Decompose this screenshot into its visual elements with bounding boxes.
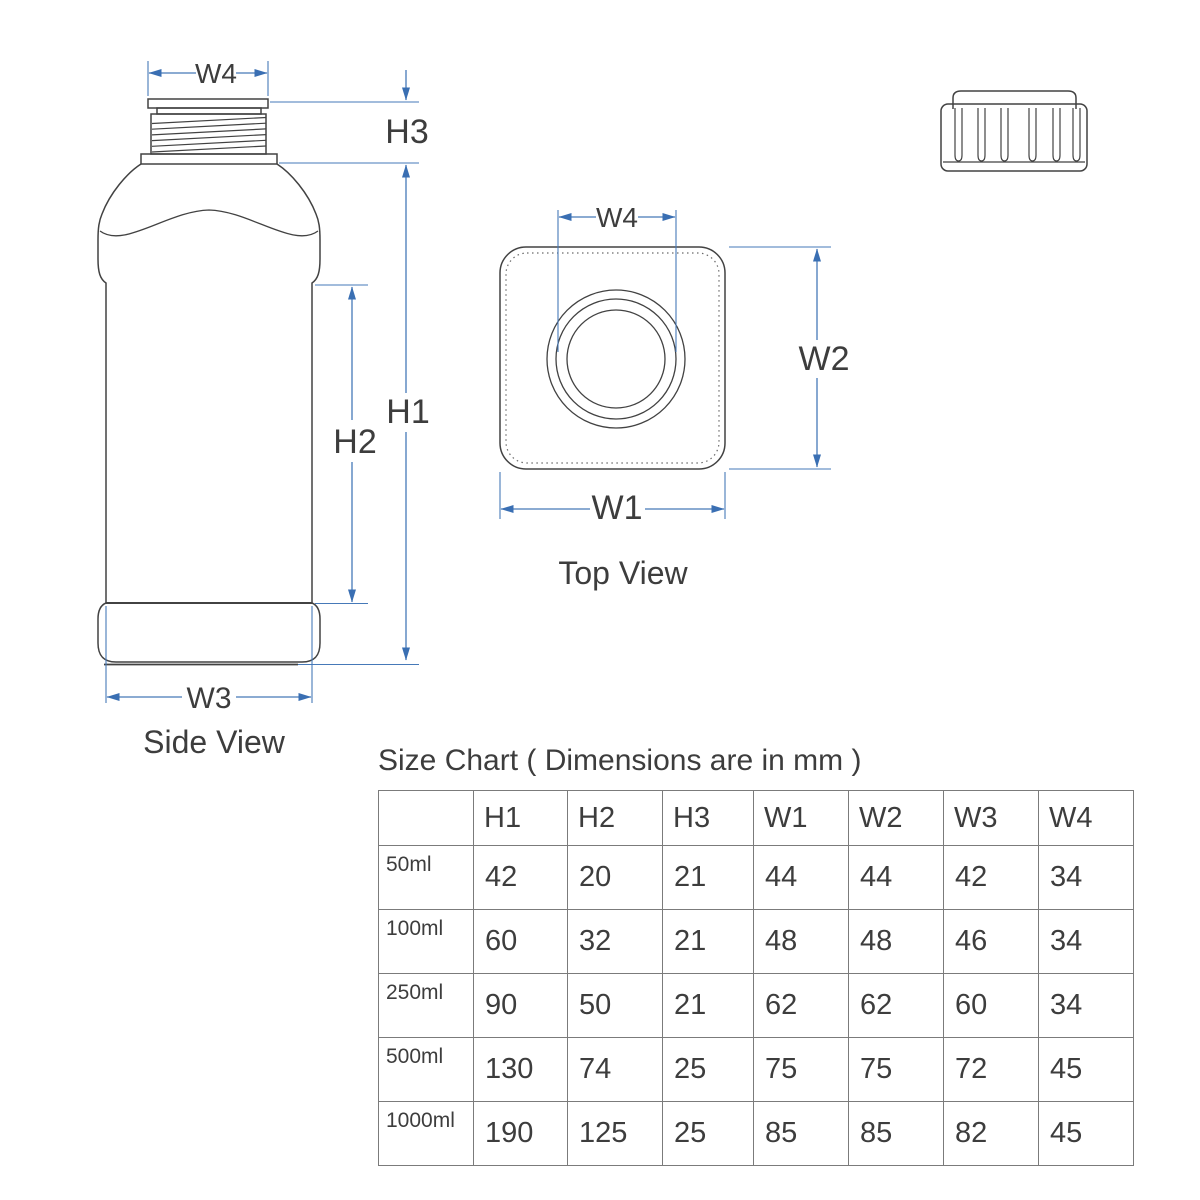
table-row: 500ml 130 74 25 75 75 72 45 (378, 1037, 1134, 1102)
bottle-shoulder-left (97, 163, 142, 603)
cell-value: 21 (662, 845, 754, 910)
row-label-100ml: 100ml (378, 909, 474, 974)
dimension-lines (106, 69, 821, 701)
cell-value: 50 (567, 973, 663, 1038)
cell-value: 85 (753, 1101, 849, 1166)
table-row: 250ml 90 50 21 62 62 60 34 (378, 973, 1134, 1038)
bottle-base (97, 602, 321, 663)
table-row: 100ml 60 32 21 48 48 46 34 (378, 909, 1134, 974)
cell-value: 20 (567, 845, 663, 910)
label-w4-side: W4 (195, 58, 237, 89)
header-h1: H1 (473, 790, 568, 846)
cell-value: 90 (473, 973, 568, 1038)
cell-value: 34 (1038, 845, 1134, 910)
bottle-collar (140, 153, 278, 165)
size-chart-title: Size Chart ( Dimensions are in mm ) (378, 744, 862, 777)
row-label-250ml: 250ml (378, 973, 474, 1038)
label-w4-top: W4 (596, 202, 638, 233)
cell-value: 44 (848, 845, 944, 910)
header-h2: H2 (567, 790, 663, 846)
bottle-shoulder-right (276, 163, 321, 603)
cell-value: 62 (753, 973, 849, 1038)
bottle-shoulder-wave (99, 209, 319, 237)
cell-value: 34 (1038, 973, 1134, 1038)
cell-value: 48 (753, 909, 849, 974)
top-view-body-outline (499, 246, 726, 470)
cap-drawing (940, 90, 1088, 172)
top-view-neck-circle-middle (555, 298, 677, 420)
bottle-lip-inner (156, 107, 262, 115)
extension-lines (105, 61, 831, 703)
label-h2: H2 (333, 423, 376, 461)
side-view-bottle-drawing (97, 98, 321, 666)
cell-value: 85 (848, 1101, 944, 1166)
row-label-50ml: 50ml (378, 845, 474, 910)
label-h1: H1 (386, 393, 429, 431)
cell-value: 44 (753, 845, 849, 910)
cell-value: 130 (473, 1037, 568, 1102)
top-view-neck-circle-outer (546, 289, 686, 429)
cell-value: 42 (943, 845, 1039, 910)
cell-value: 21 (662, 909, 754, 974)
header-w2: W2 (848, 790, 944, 846)
size-chart-header-row: H1 H2 H3 W1 W2 W3 W4 (378, 790, 1134, 846)
cell-value: 32 (567, 909, 663, 974)
label-h3: H3 (385, 113, 428, 151)
cell-value: 21 (662, 973, 754, 1038)
cell-value: 60 (473, 909, 568, 974)
cell-value: 42 (473, 845, 568, 910)
row-label-500ml: 500ml (378, 1037, 474, 1102)
cell-value: 48 (848, 909, 944, 974)
top-view-title: Top View (558, 555, 688, 591)
cell-value: 45 (1038, 1037, 1134, 1102)
header-w4: W4 (1038, 790, 1134, 846)
table-row: 1000ml 190 125 25 85 85 82 45 (378, 1101, 1134, 1166)
cell-value: 75 (848, 1037, 944, 1102)
cell-value: 25 (662, 1101, 754, 1166)
cell-value: 72 (943, 1037, 1039, 1102)
top-view-drawing (499, 246, 726, 470)
cap-ribs (954, 108, 1081, 162)
side-view-title: Side View (143, 724, 286, 760)
bottle-neck-threads (151, 116, 267, 153)
label-w1: W1 (592, 489, 643, 527)
bottle-lip-outer (147, 98, 269, 109)
top-view-neck-circle-inner (566, 309, 666, 409)
cell-value: 46 (943, 909, 1039, 974)
table-row: 50ml 42 20 21 44 44 42 34 (378, 845, 1134, 910)
cap-body (940, 103, 1088, 172)
cell-value: 34 (1038, 909, 1134, 974)
cap-lid (952, 90, 1077, 109)
diagram-labels: W4 H3 H1 H2 W3 Side View W4 W2 W1 Top Vi… (143, 58, 849, 760)
label-w2: W2 (799, 340, 850, 378)
header-w1: W1 (753, 790, 849, 846)
cell-value: 74 (567, 1037, 663, 1102)
cell-value: 62 (848, 973, 944, 1038)
cell-value: 82 (943, 1101, 1039, 1166)
cell-value: 25 (662, 1037, 754, 1102)
header-w3: W3 (943, 790, 1039, 846)
label-w3: W3 (187, 682, 232, 715)
cell-value: 60 (943, 973, 1039, 1038)
size-chart-table: H1 H2 H3 W1 W2 W3 W4 50ml 42 20 21 44 44… (378, 790, 1134, 1166)
top-view-dotted-inset (505, 252, 720, 464)
cell-value: 190 (473, 1101, 568, 1166)
header-h3: H3 (662, 790, 754, 846)
cell-value: 125 (567, 1101, 663, 1166)
cell-value: 75 (753, 1037, 849, 1102)
cell-value: 45 (1038, 1101, 1134, 1166)
row-label-1000ml: 1000ml (378, 1101, 474, 1166)
header-empty-cell (378, 790, 474, 846)
